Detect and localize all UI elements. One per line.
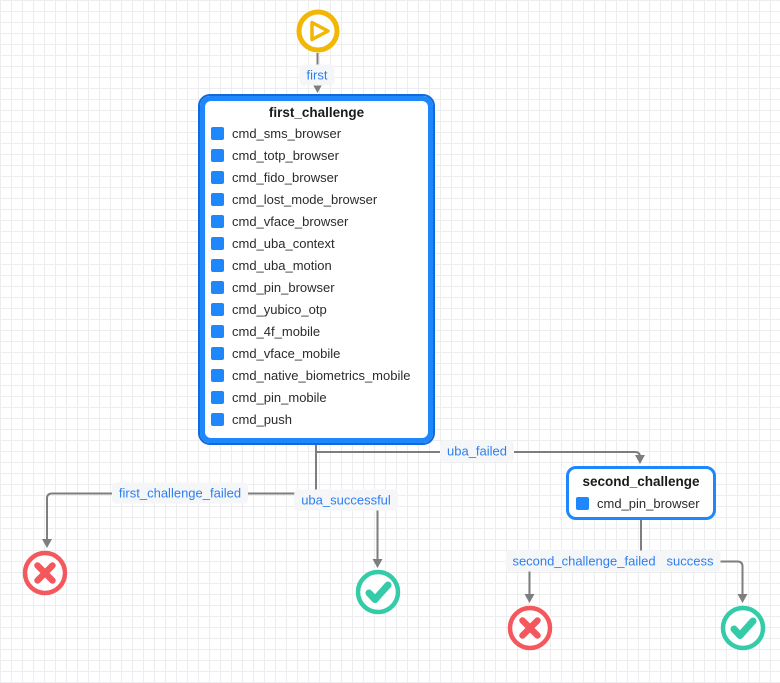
check-circle-icon <box>720 605 766 651</box>
blue-square-icon <box>211 192 224 206</box>
node-item-cmd-pin-browser[interactable]: cmd_pin_browser <box>205 276 428 298</box>
cross-circle-icon <box>22 550 68 596</box>
blue-square-icon <box>576 496 589 510</box>
check-circle-icon <box>355 569 401 615</box>
edge-label-first-challenge-failed[interactable]: first_challenge_failed <box>111 482 249 504</box>
blue-square-icon <box>211 214 224 228</box>
blue-square-icon <box>211 280 224 294</box>
node-item-cmd-pin-browser[interactable]: cmd_pin_browser <box>569 491 713 515</box>
blue-square-icon <box>211 258 224 272</box>
node-first-challenge-body: first_challenge cmd_sms_browser cmd_totp… <box>205 101 428 438</box>
edge-label-uba-failed[interactable]: uba_failed <box>440 440 514 462</box>
node-item-cmd-totp-browser[interactable]: cmd_totp_browser <box>205 144 428 166</box>
node-item-cmd-uba-motion[interactable]: cmd_uba_motion <box>205 254 428 276</box>
cross-circle-icon <box>507 605 553 651</box>
edge-uba-failed[interactable] <box>315 443 645 464</box>
node-item-cmd-yubico-otp[interactable]: cmd_yubico_otp <box>205 298 428 320</box>
node-item-cmd-pin-mobile[interactable]: cmd_pin_mobile <box>205 386 428 408</box>
node-item-cmd-push[interactable]: cmd_push <box>205 408 428 430</box>
node-first-challenge[interactable]: first_challenge cmd_sms_browser cmd_totp… <box>198 94 435 445</box>
success-node-icon[interactable] <box>720 605 766 651</box>
blue-square-icon <box>211 412 224 426</box>
edge-label-first[interactable]: first <box>299 64 335 86</box>
blue-square-icon <box>211 126 224 140</box>
blue-square-icon <box>211 302 224 316</box>
node-item-cmd-native-biometrics-mobile[interactable]: cmd_native_biometrics_mobile <box>205 364 428 386</box>
start-node-icon[interactable] <box>295 8 341 54</box>
failure-node-icon[interactable] <box>22 550 68 596</box>
blue-square-icon <box>211 368 224 382</box>
node-item-cmd-vface-browser[interactable]: cmd_vface_browser <box>205 210 428 232</box>
blue-square-icon <box>211 170 224 184</box>
play-circle-icon <box>296 9 340 53</box>
blue-square-icon <box>211 346 224 360</box>
node-item-cmd-vface-mobile[interactable]: cmd_vface_mobile <box>205 342 428 364</box>
edge-label-second-challenge-failed[interactable]: second_challenge_failed <box>505 550 663 572</box>
node-second-challenge[interactable]: second_challenge cmd_pin_browser <box>566 466 716 520</box>
node-item-cmd-uba-context[interactable]: cmd_uba_context <box>205 232 428 254</box>
failure-node-icon[interactable] <box>507 605 553 651</box>
node-title: first_challenge <box>268 105 365 120</box>
node-item-cmd-sms-browser[interactable]: cmd_sms_browser <box>205 122 428 144</box>
node-item-cmd-4f-mobile[interactable]: cmd_4f_mobile <box>205 320 428 342</box>
node-item-cmd-lost-mode-browser[interactable]: cmd_lost_mode_browser <box>205 188 428 210</box>
blue-square-icon <box>211 148 224 162</box>
edge-label-success[interactable]: success <box>659 550 721 572</box>
blue-square-icon <box>211 236 224 250</box>
node-item-cmd-fido-browser[interactable]: cmd_fido_browser <box>205 166 428 188</box>
node-title: second_challenge <box>582 474 700 489</box>
edge-first-challenge-failed[interactable] <box>42 443 317 548</box>
edge-label-uba-successful[interactable]: uba_successful <box>294 489 398 511</box>
blue-square-icon <box>211 390 224 404</box>
success-node-icon[interactable] <box>355 569 401 615</box>
blue-square-icon <box>211 324 224 338</box>
